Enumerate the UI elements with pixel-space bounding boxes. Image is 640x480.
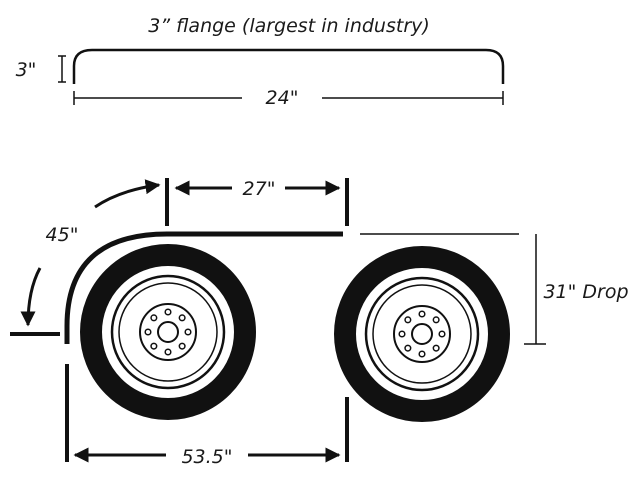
lug-nut (178, 342, 186, 350)
lug-nut (432, 316, 440, 324)
flange-caption: 3” flange (largest in industry) (148, 15, 430, 37)
flange-height-label: 3" (16, 59, 37, 81)
lug-nut (398, 330, 406, 338)
fender-outline (64, 231, 343, 344)
rear-wheel-center-cap (411, 323, 433, 345)
lug-nut (144, 328, 152, 336)
front-wheel-center-cap (157, 321, 179, 343)
span-label: 53.5" (181, 446, 232, 468)
flange-outline (72, 48, 505, 84)
rear-wheel-rim (364, 276, 480, 392)
flange-profile: 3” flange (largest in industry) 3" 24" (16, 15, 505, 109)
lug-nut (150, 342, 158, 350)
lug-nut (418, 350, 426, 358)
front-wheel (80, 244, 256, 420)
lug-nut (432, 344, 440, 352)
lug-nut (404, 344, 412, 352)
angle-indicator: 45" (10, 179, 161, 336)
front-wheel-rim (110, 274, 226, 390)
rear-wheel (334, 246, 510, 422)
lug-nut (438, 330, 446, 338)
drop-dimension: 31" Drop (524, 234, 629, 345)
fender-length-dimension: 27" (165, 178, 349, 226)
rear-wheel-hub (393, 305, 451, 363)
lug-nut (404, 316, 412, 324)
lug-nut (164, 308, 172, 316)
angle-arc-arrow-top (94, 179, 161, 209)
angle-arc-arrow-bottom (20, 267, 42, 327)
lug-nut (164, 348, 172, 356)
front-wheel-lug-nuts (144, 308, 192, 356)
front-wheel-tire (80, 244, 256, 420)
fender-length-label: 27" (243, 178, 276, 200)
span-dimension: 53.5" (65, 364, 349, 468)
lug-nut (184, 328, 192, 336)
rear-wheel-inner-rim (372, 284, 472, 384)
angle-label: 45" (46, 224, 79, 246)
lug-nut (418, 310, 426, 318)
front-wheel-inner-rim (118, 282, 218, 382)
rear-wheel-tire (334, 246, 510, 422)
flange-width-label: 24" (266, 87, 299, 109)
lug-nut (150, 314, 158, 322)
drop-label: 31" Drop (543, 281, 628, 303)
front-wheel-hub (139, 303, 197, 361)
lug-nut (178, 314, 186, 322)
rear-wheel-lug-nuts (398, 310, 446, 358)
